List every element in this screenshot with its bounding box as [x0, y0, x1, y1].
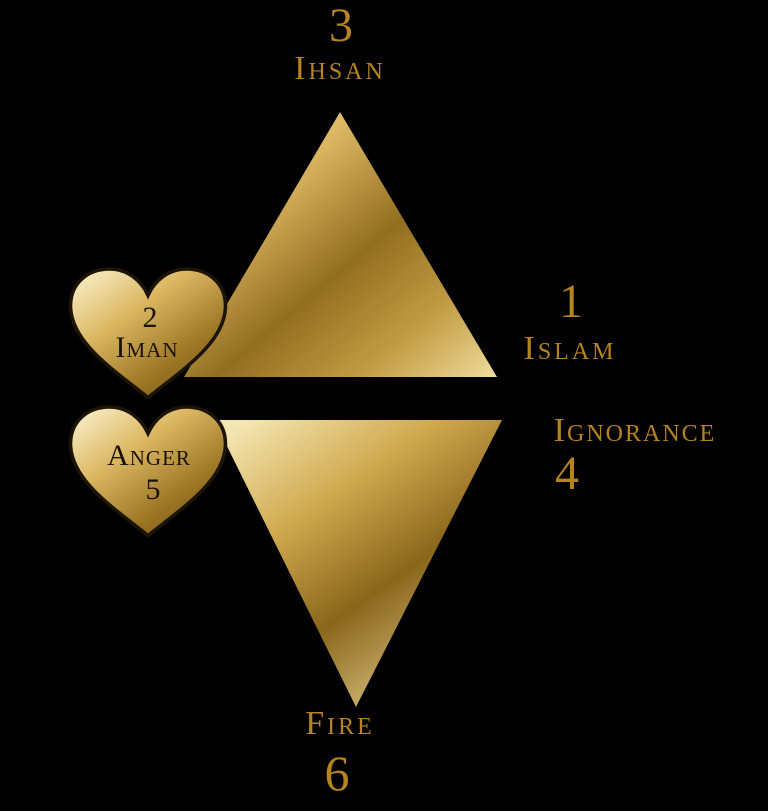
number-4: 4: [555, 447, 579, 500]
label-iman: Iman: [115, 331, 179, 364]
label-anger: Anger: [107, 439, 191, 472]
label-islam: Islam: [523, 330, 617, 367]
number-2: 2: [142, 301, 158, 334]
label-fire: Fire: [305, 705, 375, 742]
down-triangle: [214, 420, 502, 707]
heart-lower: [68, 405, 228, 538]
label-ihsan: Ihsan: [294, 50, 386, 87]
number-5: 5: [145, 473, 161, 506]
heart-upper: [68, 267, 228, 400]
number-6: 6: [324, 745, 350, 801]
number-3: 3: [329, 0, 353, 52]
number-1: 1: [559, 275, 583, 328]
up-triangle: [184, 112, 497, 377]
label-ignorance: Ignorance: [553, 412, 717, 449]
